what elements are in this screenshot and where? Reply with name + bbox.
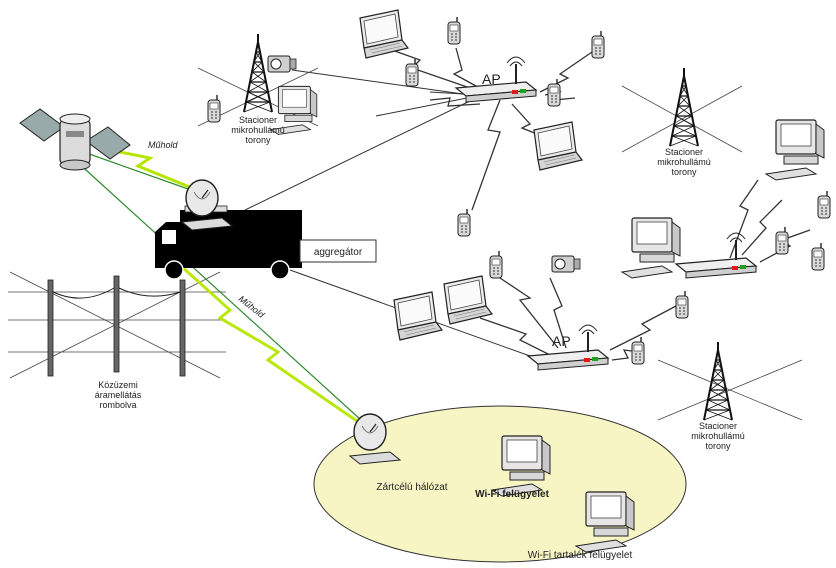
aggregator-label: aggregátor <box>314 247 363 258</box>
laptop-icon <box>359 9 409 59</box>
laptop-icon <box>393 291 443 341</box>
closed-network-label: Zártcélú hálózat <box>376 482 447 493</box>
truck-icon <box>155 205 302 280</box>
wifi-backup-label: Wi-Fi tartalék felügyelet <box>528 550 633 561</box>
phone-icon <box>631 336 645 365</box>
connection-lines <box>244 69 531 357</box>
phone-icon <box>207 94 221 123</box>
camera-icon <box>551 255 581 273</box>
svg-text:torony: torony <box>671 167 697 177</box>
laptop-icon <box>443 275 493 325</box>
laptop-icon <box>533 121 583 171</box>
svg-text:Stacioner: Stacioner <box>239 115 277 125</box>
svg-text:Stacioner: Stacioner <box>699 421 737 431</box>
tower-label-top-left: Stacioner mikrohullámú torony <box>231 115 285 145</box>
satellite-links <box>74 146 373 432</box>
svg-text:mikrohullámú: mikrohullámú <box>691 431 745 441</box>
access-point-icon <box>675 232 757 279</box>
power-pole-icon <box>47 275 186 377</box>
phone-icon <box>447 16 461 45</box>
tower-label-top-right: Stacioner mikrohullámú torony <box>657 147 711 177</box>
desktop-icon <box>621 217 681 279</box>
phone-icon <box>775 226 789 255</box>
phone-icon <box>817 190 831 219</box>
phone-icon <box>811 242 825 271</box>
satellite-label-2: Műhold <box>237 294 267 321</box>
camera-icon <box>267 55 297 73</box>
svg-text:rombolva: rombolva <box>99 400 136 410</box>
tower-icon <box>669 67 699 147</box>
wifi-monitor-label: Wi-Fi felügyelet <box>475 489 549 500</box>
tower-icon <box>243 33 273 113</box>
phone-icon <box>591 30 605 59</box>
svg-text:Stacioner: Stacioner <box>665 147 703 157</box>
ap-label-bottom: AP <box>552 333 571 349</box>
satellite-icon <box>19 108 131 171</box>
satellite-label-1: Műhold <box>148 140 179 150</box>
wireless-links <box>391 47 811 361</box>
ap-label-top: AP <box>482 71 501 87</box>
aggregator-box <box>299 239 377 263</box>
phone-icon <box>489 250 503 279</box>
svg-text:torony: torony <box>705 441 731 451</box>
svg-text:Közüzemi: Közüzemi <box>98 380 138 390</box>
svg-text:torony: torony <box>245 135 271 145</box>
phone-icon <box>675 290 689 319</box>
svg-text:áramellátás: áramellátás <box>95 390 142 400</box>
svg-text:mikrohullámú: mikrohullámú <box>231 125 285 135</box>
desktop-icon <box>765 119 825 181</box>
dish-icon <box>181 179 233 231</box>
power-grid-label: Közüzemi áramellátás rombolva <box>95 380 142 410</box>
tower-label-bottom-right: Stacioner mikrohullámú torony <box>691 421 745 451</box>
svg-text:mikrohullámú: mikrohullámú <box>657 157 711 167</box>
phone-icon <box>457 208 471 237</box>
